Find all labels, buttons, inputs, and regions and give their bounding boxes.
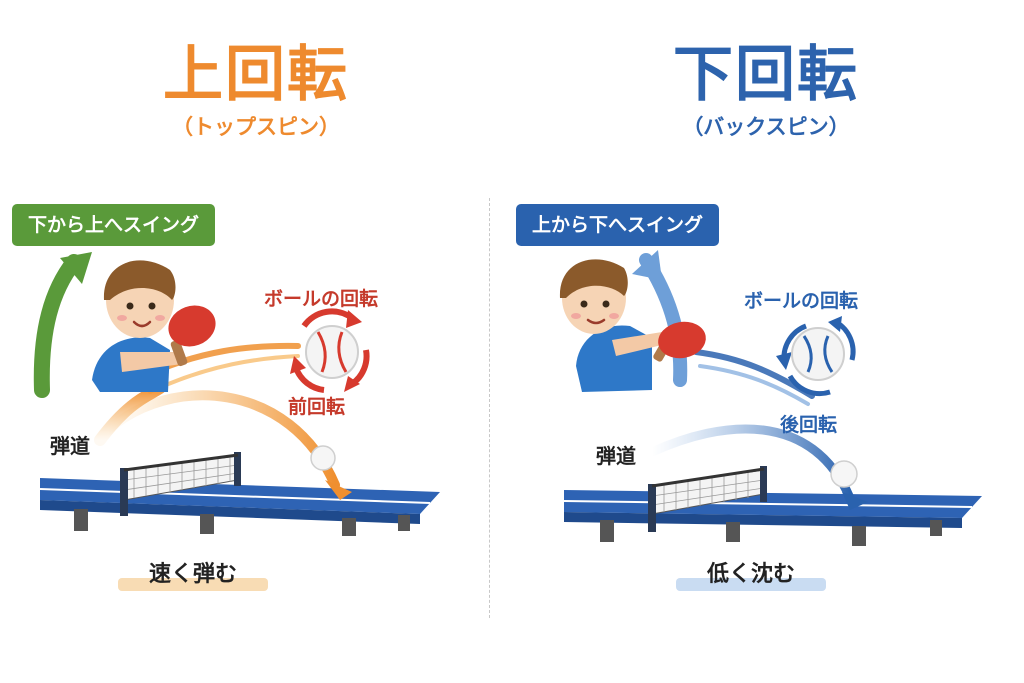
topspin-result-label: 速く弾む <box>148 562 237 587</box>
ping-pong-ball-on-table <box>830 460 858 488</box>
rotation-arrows-icon <box>290 308 370 393</box>
topspin-ball-rotation-label: ボールの回転 <box>264 288 379 310</box>
topspin-illustration <box>33 252 440 536</box>
table-tennis-table-icon <box>563 490 982 546</box>
player-boy <box>92 260 182 392</box>
net-icon <box>120 452 241 516</box>
topspin-subtitle: （トップスピン） <box>172 115 340 139</box>
curved-arrow-up-icon <box>33 252 92 398</box>
topspin-result: 速く弾む <box>118 558 268 592</box>
backspin-spin-label: 後回転 <box>780 414 838 436</box>
ping-pong-ball-icon <box>305 325 359 379</box>
red-paddle-icon <box>168 305 216 367</box>
backspin-subtitle: （バックスピン） <box>682 115 850 139</box>
net-icon <box>648 466 767 532</box>
backspin-swing-badge: 上から下へスイング <box>516 204 720 246</box>
ping-pong-ball-icon <box>791 327 845 381</box>
player-boy <box>559 259 666 392</box>
curved-arrow-down-icon <box>632 250 688 387</box>
backspin-illustration <box>559 250 982 546</box>
backspin-trajectory-label: 弾道 <box>596 444 636 468</box>
backspin-result-label: 低く沈む <box>706 562 795 587</box>
topspin-swing-badge: 下から上へスイング <box>12 204 216 246</box>
rotation-arrows-icon <box>776 316 856 397</box>
backspin-panel: 下回転 （バックスピン） <box>512 0 1024 683</box>
backspin-title: 下回転 <box>673 40 859 110</box>
backspin-ball-rotation-label: ボールの回転 <box>744 290 859 312</box>
backspin-result: 低く沈む <box>676 558 826 592</box>
topspin-spin-label: 前回転 <box>288 396 346 418</box>
panel-divider <box>489 198 490 618</box>
topspin-title: 上回転 <box>163 40 349 110</box>
table-tennis-table-icon <box>39 478 440 536</box>
topspin-panel: 上回転 （トップスピン） <box>12 40 440 592</box>
red-paddle-icon <box>653 321 706 362</box>
ping-pong-ball-on-table <box>310 445 336 471</box>
topspin-trajectory-label: 弾道 <box>50 434 90 458</box>
